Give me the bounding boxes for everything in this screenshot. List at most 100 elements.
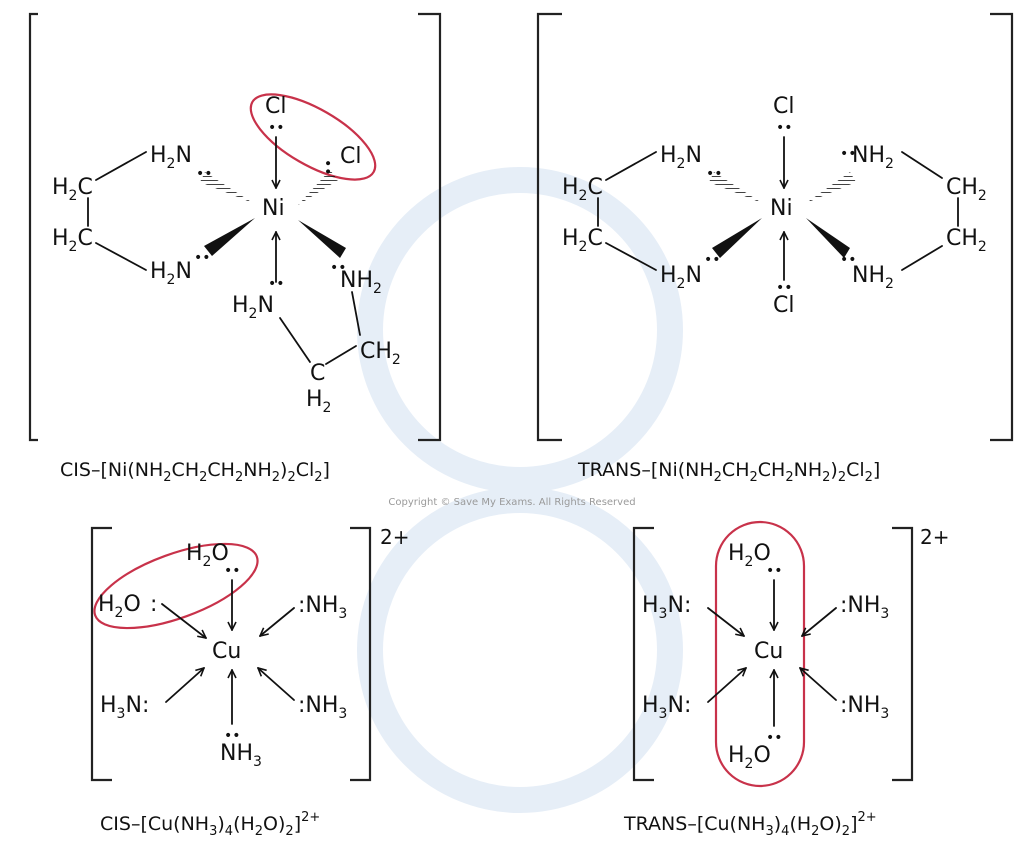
lone-pair: •• — [224, 728, 241, 744]
solid-wedge — [806, 218, 850, 258]
ligand-n: H2N — [150, 143, 192, 172]
solid-wedge — [298, 220, 346, 258]
coordinate-bond — [161, 603, 206, 638]
bond — [351, 291, 361, 336]
bond — [605, 242, 657, 271]
center-atom: Cu — [212, 639, 241, 664]
solid-wedge — [204, 218, 255, 256]
highlight-ring — [714, 520, 806, 788]
ligand-nh3: :NH3 — [298, 593, 347, 622]
ligand-cl-right: Cl — [340, 144, 361, 169]
bracket-left — [536, 12, 562, 442]
lone-pair: : — [150, 592, 157, 617]
bond — [901, 151, 943, 179]
copyright-notice: Copyright © Save My Exams. All Rights Re… — [388, 497, 635, 508]
coordinate-bond — [707, 607, 744, 636]
bond — [325, 345, 357, 365]
lone-pair: •• — [268, 120, 285, 136]
cis-ni-structure: Ni Cl •• Cl •• H2N •• H2N •• NH2 •• •• H… — [28, 12, 442, 485]
coordinate-bond — [707, 668, 746, 703]
lone-pair: •• — [766, 730, 783, 746]
cis-ni-caption: CIS–[Ni(NH2CH2CH2NH2)2Cl2] — [60, 459, 330, 485]
bracket-right — [990, 12, 1014, 442]
coordinate-bond — [260, 607, 295, 636]
highlight-ring — [93, 542, 259, 630]
cis-cu-caption: CIS–[Cu(NH3)4(H2O)2]2+ — [100, 810, 320, 839]
hashed-wedge — [709, 172, 762, 203]
highlight-ring — [249, 93, 377, 181]
bond — [95, 242, 147, 271]
ligand-nh3: H3N: — [642, 693, 691, 722]
bond — [901, 245, 943, 271]
carbon: C — [310, 361, 325, 386]
lone-pair: •• — [194, 250, 211, 266]
ligand-nh3: :NH3 — [840, 593, 889, 622]
coordinate-bond — [165, 668, 204, 703]
center-atom: Ni — [770, 196, 793, 221]
lone-pair: •• — [704, 252, 721, 268]
solid-wedge — [712, 218, 762, 258]
bracket-right — [892, 526, 914, 782]
bracket-left — [632, 526, 654, 782]
ligand-h2o-top: H2O — [728, 541, 771, 570]
ligand-cl-bottom: Cl — [773, 293, 794, 318]
ligand-n: H2N — [660, 143, 702, 172]
hashed-wedge — [200, 172, 253, 203]
trans-cu-caption: TRANS–[Cu(NH3)4(H2O)2]2+ — [623, 810, 877, 839]
hydrogen: H2 — [306, 387, 331, 416]
bracket-left — [28, 12, 38, 442]
hashed-wedge — [806, 172, 856, 203]
trans-ni-structure: Ni Cl •• Cl •• H2N •• H2N •• NH2 •• NH2 … — [536, 12, 1014, 485]
lone-pair: •• — [776, 120, 793, 136]
charge-label: 2+ — [380, 525, 409, 549]
ligand-n: NH2 — [852, 263, 894, 292]
carbon: H2C — [52, 175, 93, 204]
lone-pair: •• — [319, 159, 335, 176]
ligand-nh3: H3N: — [642, 593, 691, 622]
ligand-n: NH2 — [340, 268, 382, 297]
hashed-wedge — [298, 170, 338, 205]
center-atom: Ni — [262, 196, 285, 221]
ligand-nh3: H3N: — [100, 693, 149, 722]
trans-cu-structure: 2+ Cu H2O •• •• H2O H3N: H3N: :NH3 — [623, 520, 949, 839]
bond — [279, 317, 311, 363]
ligand-nh3: :NH3 — [840, 693, 889, 722]
ligand-h2o-bottom: H2O — [728, 743, 771, 772]
bracket-left — [90, 526, 112, 782]
lone-pair: •• — [840, 146, 857, 162]
carbon: H2C — [562, 175, 603, 204]
carbon: H2C — [562, 226, 603, 255]
carbon: CH2 — [946, 226, 987, 255]
lone-pair: •• — [766, 563, 783, 579]
ligand-n: H2N — [232, 293, 274, 322]
ligand-cl-top: Cl — [773, 94, 794, 119]
carbon: CH2 — [360, 339, 401, 368]
coordinate-bond — [258, 668, 295, 701]
cis-cu-structure: 2+ Cu H2O •• H2O : :NH3 H3N: :NH3 •• — [90, 525, 409, 839]
ligand-nh3: NH3 — [220, 741, 262, 770]
ligand-cl-top: Cl — [265, 94, 286, 119]
trans-ni-caption: TRANS–[Ni(NH2CH2CH2NH2)2Cl2] — [577, 459, 880, 485]
bracket-right — [418, 12, 442, 442]
bracket-right — [350, 526, 372, 782]
lone-pair: •• — [776, 280, 793, 296]
coordinate-bond — [800, 668, 837, 701]
lone-pair: •• — [268, 276, 285, 292]
ligand-h2o-left: H2O — [98, 592, 141, 621]
center-atom: Cu — [754, 639, 783, 664]
watermark-logo — [357, 167, 683, 813]
carbon: CH2 — [946, 175, 987, 204]
ligand-n: H2N — [150, 259, 192, 288]
lone-pair: •• — [224, 563, 241, 579]
ligand-n: NH2 — [852, 143, 894, 172]
bond — [605, 151, 657, 181]
ligand-n: H2N — [660, 263, 702, 292]
lone-pair: •• — [330, 260, 347, 276]
ligand-h2o-top: H2O — [186, 541, 229, 570]
charge-label: 2+ — [920, 525, 949, 549]
bond — [95, 151, 147, 181]
coordinate-bond — [802, 607, 837, 636]
carbon: H2C — [52, 226, 93, 255]
ligand-nh3: :NH3 — [298, 693, 347, 722]
